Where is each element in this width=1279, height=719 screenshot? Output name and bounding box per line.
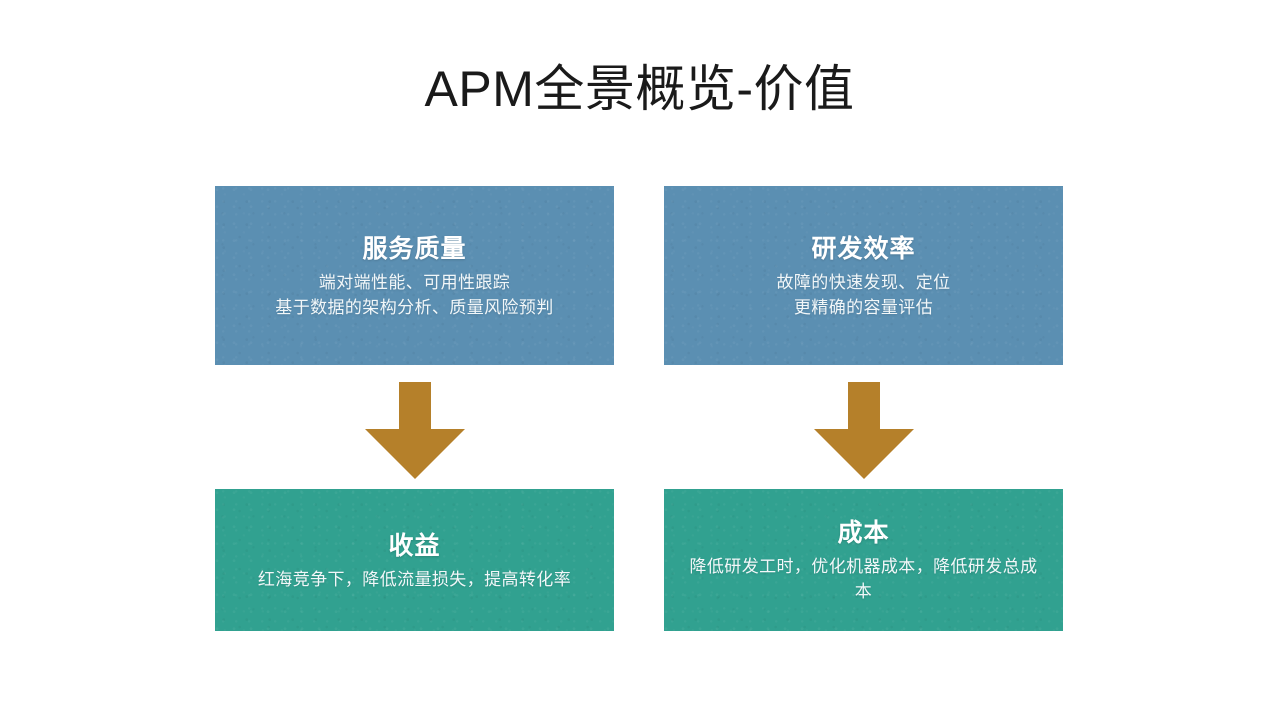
- panel-revenue-line-1: 红海竞争下，降低流量损失，提高转化率: [257, 569, 572, 589]
- panel-dev-efficiency: 研发效率 故障的快速发现、定位 更精确的容量评估: [664, 186, 1063, 365]
- panel-service-quality-body: 端对端性能、可用性跟踪 基于数据的架构分析、质量风险预判: [275, 270, 553, 320]
- down-arrow-icon-right: [814, 382, 914, 479]
- panel-cost-body: 降低研发工时，优化机器成本，降低研发总成本: [686, 554, 1041, 604]
- panel-cost-heading: 成本: [837, 519, 890, 547]
- panel-service-quality-line-1: 端对端性能、可用性跟踪: [318, 272, 511, 292]
- panel-revenue-body: 红海竞争下，降低流量损失，提高转化率: [258, 567, 571, 592]
- panel-service-quality-heading: 服务质量: [362, 234, 467, 263]
- panel-dev-efficiency-body: 故障的快速发现、定位 更精确的容量评估: [777, 270, 951, 320]
- panel-service-quality: 服务质量 端对端性能、可用性跟踪 基于数据的架构分析、质量风险预判: [215, 186, 614, 365]
- panel-dev-efficiency-heading: 研发效率: [811, 234, 916, 263]
- panel-cost: 成本 降低研发工时，优化机器成本，降低研发总成本: [664, 489, 1063, 631]
- panel-dev-efficiency-line-1: 故障的快速发现、定位: [776, 272, 951, 292]
- down-arrow-icon-left: [365, 382, 465, 479]
- panel-dev-efficiency-line-2: 更精确的容量评估: [793, 297, 934, 317]
- panel-service-quality-line-2: 基于数据的架构分析、质量风险预判: [275, 297, 554, 317]
- panel-cost-line-1: 降低研发工时，优化机器成本，降低研发总成本: [689, 557, 1038, 601]
- page-title: APM全景概览-价值: [424, 61, 855, 117]
- panel-revenue-heading: 收益: [388, 531, 441, 560]
- panel-revenue: 收益 红海竞争下，降低流量损失，提高转化率: [215, 489, 614, 631]
